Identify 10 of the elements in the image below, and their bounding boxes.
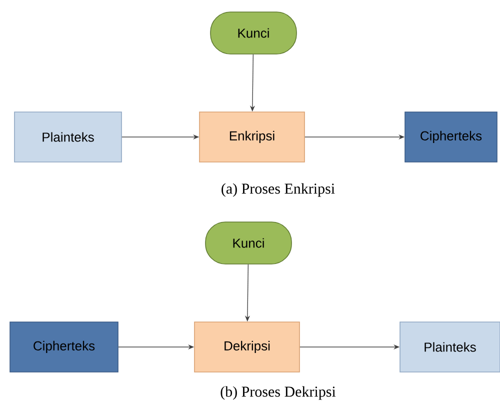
key-pill: Kunci	[210, 12, 297, 54]
caption: (a) Proses Enkripsi	[222, 183, 335, 197]
process-box: Dekripsi	[194, 322, 300, 372]
process-box: Cipherteks	[10, 322, 118, 372]
caption: (b) Proses Dekripsi	[220, 386, 336, 400]
process-box: Plainteks	[400, 322, 500, 372]
process-box: Cipherteks	[404, 112, 498, 162]
process-box: Plainteks	[14, 112, 122, 162]
key-pill: Kunci	[205, 222, 292, 264]
process-box: Enkripsi	[199, 112, 305, 162]
